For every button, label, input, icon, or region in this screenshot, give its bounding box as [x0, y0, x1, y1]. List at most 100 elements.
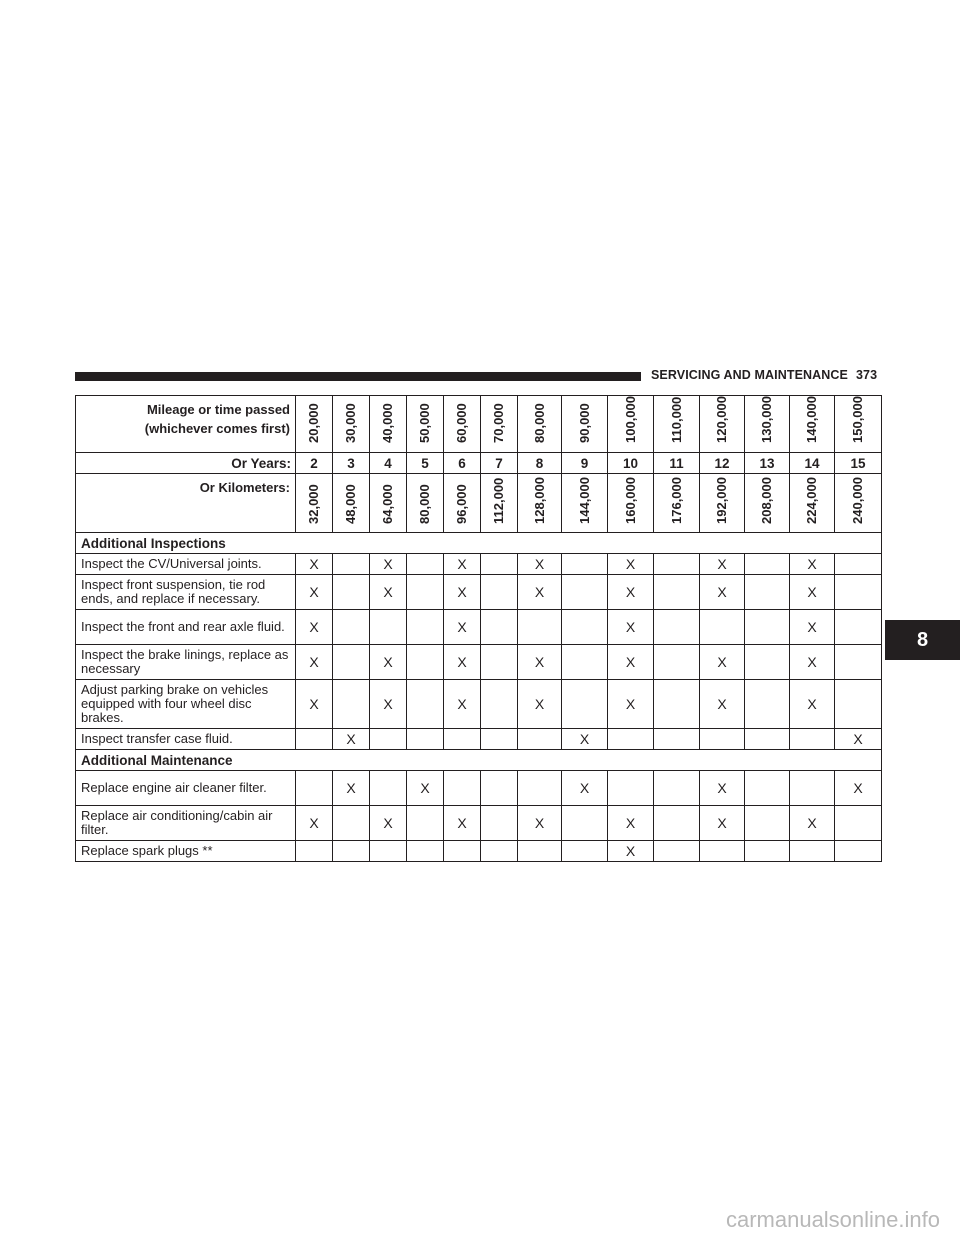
- schedule-mark-cell: [480, 679, 518, 729]
- schedule-mark-cell: [744, 609, 790, 645]
- schedule-mark-cell: [789, 770, 835, 806]
- schedule-mark-cell: [834, 840, 882, 862]
- year-cell: 4: [369, 452, 407, 474]
- schedule-mark-cell: [561, 679, 608, 729]
- schedule-mark-cell: [406, 805, 444, 841]
- kilometers-header-cell: 96,000: [443, 473, 481, 533]
- schedule-mark-cell: X: [332, 728, 370, 750]
- row-label: Replace air conditioning/cabin air filte…: [75, 805, 296, 841]
- schedule-mark-cell: [369, 728, 407, 750]
- row-label: Replace engine air cleaner filter.: [75, 770, 296, 806]
- year-cell: 5: [406, 452, 444, 474]
- schedule-mark-cell: X: [443, 553, 481, 575]
- header-title: SERVICING AND MAINTENANCE: [651, 368, 848, 382]
- schedule-mark-cell: X: [607, 644, 654, 680]
- mileage-value: 70,000: [491, 403, 506, 443]
- schedule-mark-cell: X: [789, 574, 835, 610]
- kilometers-header-cell: 112,000: [480, 473, 518, 533]
- kilometers-value: 144,000: [576, 477, 592, 524]
- schedule-mark-cell: X: [369, 553, 407, 575]
- schedule-mark-cell: [480, 770, 518, 806]
- schedule-mark-cell: [699, 840, 745, 862]
- year-cell: 8: [517, 452, 562, 474]
- table-row: Replace air conditioning/cabin air filte…: [75, 805, 882, 841]
- mileage-value: 80,000: [531, 403, 547, 443]
- schedule-mark-cell: X: [607, 609, 654, 645]
- mileage-header-cell: 20,000: [295, 395, 333, 453]
- mileage-label: Mileage or time passed (whichever comes …: [75, 395, 296, 453]
- mileage-value: 60,000: [454, 403, 469, 443]
- mileage-header-cell: 110,000: [653, 395, 700, 453]
- schedule-mark-cell: X: [699, 644, 745, 680]
- year-cell: 14: [789, 452, 835, 474]
- mileage-value: 30,000: [343, 403, 358, 443]
- kilometers-header-cell: 208,000: [744, 473, 790, 533]
- schedule-mark-cell: [332, 644, 370, 680]
- schedule-mark-cell: [744, 728, 790, 750]
- kilometers-value: 128,000: [531, 477, 547, 524]
- schedule-mark-cell: [369, 840, 407, 862]
- schedule-mark-cell: X: [332, 770, 370, 806]
- kilometers-header-cell: 224,000: [789, 473, 835, 533]
- schedule-mark-cell: [443, 840, 481, 862]
- schedule-mark-cell: X: [607, 553, 654, 575]
- year-cell: 13: [744, 452, 790, 474]
- schedule-mark-cell: [406, 553, 444, 575]
- mileage-header-cell: 130,000: [744, 395, 790, 453]
- schedule-mark-cell: [653, 770, 700, 806]
- schedule-mark-cell: X: [561, 728, 608, 750]
- mileage-header-cell: 40,000: [369, 395, 407, 453]
- schedule-mark-cell: [834, 574, 882, 610]
- schedule-mark-cell: [834, 644, 882, 680]
- schedule-mark-cell: [517, 609, 562, 645]
- schedule-mark-cell: [607, 728, 654, 750]
- schedule-mark-cell: [332, 679, 370, 729]
- header-rule: [75, 372, 641, 381]
- year-cell: 3: [332, 452, 370, 474]
- kilometers-header-cell: 48,000: [332, 473, 370, 533]
- kilometers-header-cell: 128,000: [517, 473, 562, 533]
- schedule-mark-cell: [789, 840, 835, 862]
- schedule-mark-cell: [789, 728, 835, 750]
- year-cell: 9: [561, 452, 608, 474]
- schedule-mark-cell: [406, 609, 444, 645]
- schedule-mark-cell: X: [443, 574, 481, 610]
- schedule-mark-cell: [834, 609, 882, 645]
- section-header-row: Additional Inspections: [75, 532, 882, 554]
- schedule-mark-cell: X: [699, 805, 745, 841]
- mileage-header-cell: 90,000: [561, 395, 608, 453]
- schedule-mark-cell: [834, 805, 882, 841]
- schedule-mark-cell: [607, 770, 654, 806]
- schedule-mark-cell: X: [295, 644, 333, 680]
- schedule-mark-cell: [744, 840, 790, 862]
- kilometers-header-cell: 192,000: [699, 473, 745, 533]
- schedule-mark-cell: [561, 574, 608, 610]
- years-label: Or Years:: [75, 452, 296, 474]
- mileage-header-cell: 30,000: [332, 395, 370, 453]
- schedule-mark-cell: X: [607, 679, 654, 729]
- schedule-mark-cell: X: [517, 574, 562, 610]
- schedule-mark-cell: [653, 728, 700, 750]
- kilometers-label: Or Kilometers:: [75, 473, 296, 533]
- schedule-mark-cell: [744, 553, 790, 575]
- chapter-tab: 8: [885, 620, 960, 660]
- schedule-mark-cell: X: [834, 770, 882, 806]
- mileage-header-cell: 100,000: [607, 395, 654, 453]
- row-label: Inspect the front and rear axle fluid.: [75, 609, 296, 645]
- kilometers-header-cell: 160,000: [607, 473, 654, 533]
- schedule-mark-cell: X: [561, 770, 608, 806]
- schedule-mark-cell: [480, 574, 518, 610]
- schedule-mark-cell: [517, 770, 562, 806]
- section-header-row: Additional Maintenance: [75, 749, 882, 771]
- schedule-mark-cell: [561, 553, 608, 575]
- mileage-value: 140,000: [804, 396, 819, 443]
- schedule-mark-cell: X: [369, 679, 407, 729]
- year-cell: 11: [653, 452, 700, 474]
- kilometers-value: 176,000: [668, 477, 684, 524]
- kilometers-value: 192,000: [714, 477, 729, 524]
- mileage-header-cell: 120,000: [699, 395, 745, 453]
- schedule-mark-cell: X: [607, 840, 654, 862]
- schedule-mark-cell: [480, 609, 518, 645]
